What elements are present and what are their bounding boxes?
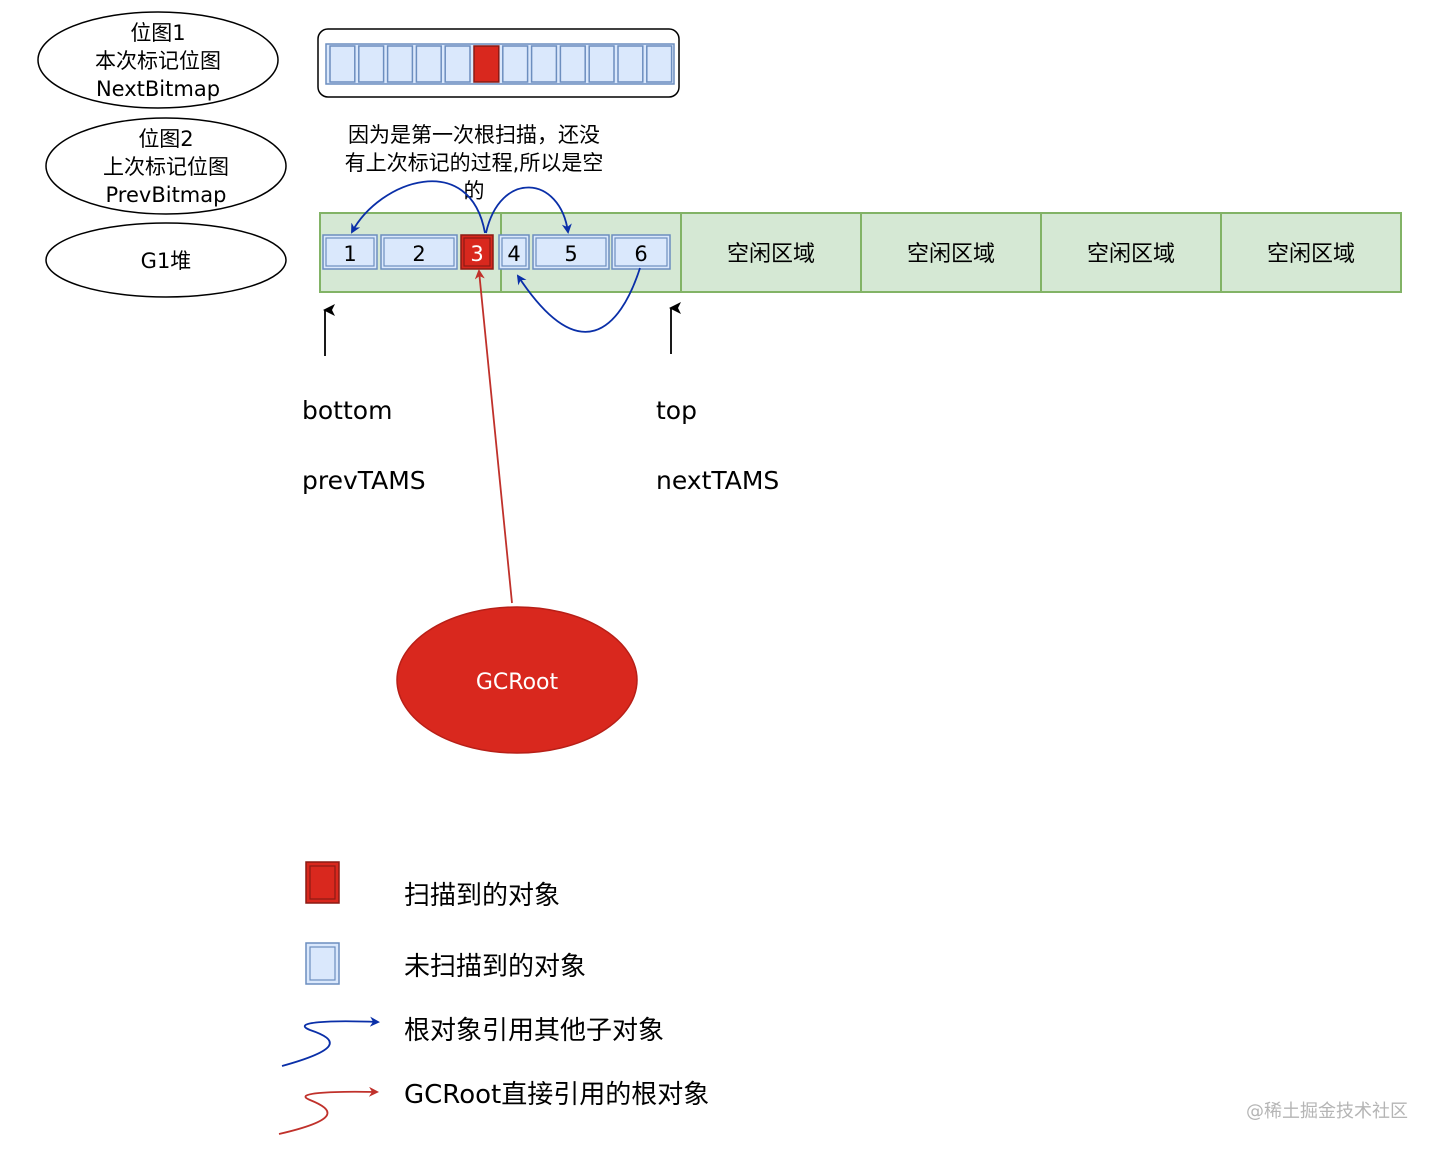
- ref-arrow-6-to-4: [516, 267, 641, 333]
- bitmap-cell: [502, 45, 529, 83]
- next-bitmap-bar: [317, 28, 680, 98]
- legend-red-arrow: [278, 1086, 379, 1135]
- free-region-3: 空闲区域: [1040, 212, 1222, 293]
- next-bitmap-line3: NextBitmap: [96, 77, 220, 101]
- object-1: 1: [322, 234, 378, 270]
- object-1-label: 1: [343, 242, 356, 266]
- bitmap-cell: [444, 45, 471, 83]
- free-region-label: 空闲区域: [727, 242, 815, 267]
- top-label: top: [656, 396, 697, 425]
- note-line3: 的: [464, 179, 485, 203]
- next-bitmap-line1: 位图1: [130, 21, 185, 45]
- first-scan-note: 因为是第一次根扫描，还没 有上次标记的过程,所以是空 的: [345, 123, 604, 203]
- gcroot-ref-arrow: [474, 269, 513, 604]
- bottom-label: bottom: [302, 396, 392, 425]
- prev-bitmap-ellipse: 位图2 上次标记位图 PrevBitmap: [45, 117, 287, 215]
- object-4: 4: [498, 234, 530, 270]
- note-line1: 因为是第一次根扫描，还没: [348, 123, 600, 147]
- bitmap-cell: [386, 45, 414, 83]
- free-region-2: 空闲区域: [860, 212, 1042, 293]
- prev-bitmap-line2: 上次标记位图: [103, 155, 229, 179]
- bitmap-cell: [530, 45, 558, 83]
- legend-root-ref-label: GCRoot直接引用的根对象: [404, 1080, 709, 1110]
- gcroot-label: GCRoot: [476, 670, 559, 695]
- free-region-1: 空闲区域: [680, 212, 862, 293]
- prev-tams-label: prevTAMS: [302, 466, 426, 495]
- free-region-label: 空闲区域: [1267, 242, 1355, 267]
- legend-unscanned-swatch: [305, 942, 340, 985]
- prev-bitmap-line3: PrevBitmap: [106, 183, 227, 207]
- gcroot-node: GCRoot: [396, 606, 638, 754]
- object-6-label: 6: [634, 242, 647, 266]
- legend-scanned-swatch: [305, 861, 340, 904]
- g1-heap-label: G1堆: [141, 249, 192, 273]
- object-2: 2: [380, 234, 458, 270]
- bitmap-cell: [329, 45, 356, 83]
- object-2-label: 2: [412, 242, 425, 266]
- note-line2: 有上次标记的过程,所以是空: [345, 151, 604, 175]
- bitmap-cell-marked: [473, 45, 500, 83]
- bitmap-cell: [617, 45, 644, 83]
- bitmap-cell: [415, 45, 442, 83]
- legend-unscanned-label: 未扫描到的对象: [404, 952, 586, 982]
- object-4-label: 4: [507, 242, 520, 266]
- g1-heap-ellipse: G1堆: [45, 222, 287, 298]
- bitmap-cell: [559, 45, 586, 83]
- object-3-scanned: 3: [460, 234, 494, 270]
- bitmap-cell: [358, 45, 385, 83]
- legend-scanned-label: 扫描到的对象: [404, 881, 560, 911]
- object-3-label: 3: [470, 242, 483, 266]
- ref-arrow-3-to-1: [351, 180, 486, 234]
- legend: 扫描到的对象 未扫描到的对象 根对象引用其他子对象 GCRoot直接引用的根对象: [278, 861, 709, 1135]
- ref-arrow-3-to-5: [485, 186, 572, 234]
- free-region-label: 空闲区域: [1087, 242, 1175, 267]
- free-region-4: 空闲区域: [1220, 212, 1402, 293]
- heap-regions: 空闲区域 空闲区域 空闲区域 空闲区域: [319, 212, 1402, 293]
- watermark: @稀土掘金技术社区: [1246, 1101, 1408, 1122]
- next-bitmap-line2: 本次标记位图: [95, 49, 221, 73]
- legend-child-ref-label: 根对象引用其他子对象: [404, 1016, 664, 1046]
- object-5: 5: [532, 234, 610, 270]
- next-tams-label: nextTAMS: [656, 466, 779, 495]
- object-5-label: 5: [564, 242, 577, 266]
- next-bitmap-ellipse: 位图1 本次标记位图 NextBitmap: [37, 11, 279, 109]
- object-6: 6: [611, 234, 671, 270]
- bitmap-cell: [588, 45, 615, 83]
- free-region-label: 空闲区域: [907, 242, 995, 267]
- prev-bitmap-line1: 位图2: [138, 127, 193, 151]
- bitmap-cell: [646, 45, 673, 83]
- legend-blue-arrow: [281, 1016, 380, 1067]
